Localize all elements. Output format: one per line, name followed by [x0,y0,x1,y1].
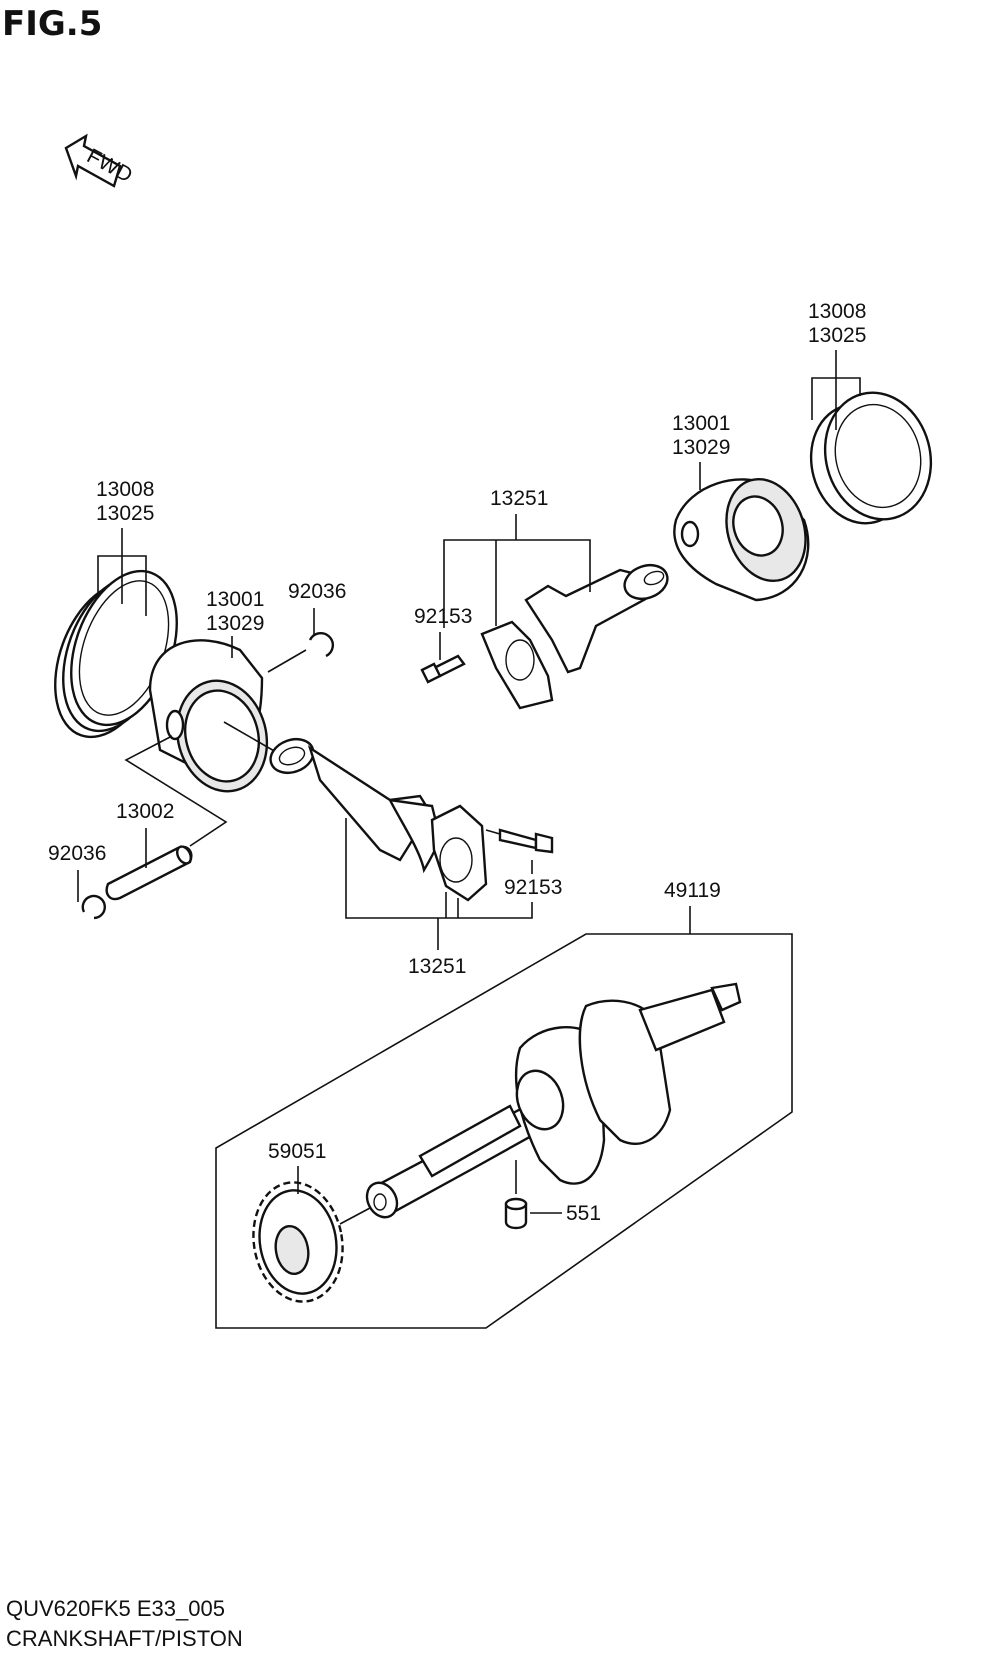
svg-text:49119: 49119 [664,879,721,902]
dowel-pin[interactable] [504,1160,528,1230]
callout-rod-lower: 13251 [345,818,533,978]
diagram-name: CRANKSHAFT/PISTON [6,1626,243,1651]
crankshaft-assembly-outline [215,933,793,1329]
gear[interactable] [244,1175,371,1308]
svg-text:92036: 92036 [48,842,106,865]
piston-left[interactable] [148,639,279,801]
callout-bolt-lower: 92153 [504,860,562,899]
diagram-code: QUV620FK5 E33_005 [6,1596,225,1621]
callout-clip-upper: 92036 [267,580,346,673]
connecting-rod-upper[interactable] [480,559,672,710]
svg-text:92153: 92153 [504,876,562,899]
svg-text:13029: 13029 [672,436,730,459]
svg-text:13001: 13001 [206,588,264,611]
svg-text:13002: 13002 [116,800,174,823]
callout-rings-right: 13008 13025 [808,300,866,430]
svg-text:13251: 13251 [408,955,466,978]
circlip-upper[interactable] [308,632,334,658]
svg-text:13001: 13001 [672,412,730,435]
svg-text:13025: 13025 [808,324,866,347]
svg-text:13008: 13008 [96,478,154,501]
svg-text:92036: 92036 [288,580,346,603]
figure-title: FIG.5 [2,4,103,44]
svg-text:13008: 13008 [808,300,866,323]
connecting-rod-lower[interactable] [266,733,488,902]
piston-right[interactable] [673,469,818,602]
svg-text:13251: 13251 [490,487,548,510]
callout-rings-left: 13008 13025 [96,478,154,616]
svg-text:13029: 13029 [206,612,264,635]
svg-text:59051: 59051 [268,1140,326,1163]
bolt-upper[interactable] [420,654,466,684]
crankshaft[interactable] [361,982,742,1222]
callout-clip-lower: 92036 [48,842,106,902]
svg-text:551: 551 [566,1202,601,1225]
circlip-lower[interactable] [81,894,106,920]
svg-text:13025: 13025 [96,502,154,525]
callout-rod-upper: 13251 [443,487,591,628]
callout-dowel: 551 [530,1202,601,1225]
callout-piston-right: 13001 13029 [672,412,730,490]
callout-gear: 59051 [268,1140,326,1194]
piston-rings-right[interactable] [798,381,945,535]
bolt-lower[interactable] [485,828,554,854]
callout-crankshaft: 49119 [664,879,721,934]
callout-pin: 13002 [116,735,228,868]
piston-pin[interactable] [105,844,194,901]
callout-piston-left: 13001 13029 [206,588,277,753]
forward-arrow-icon: FWD [64,133,136,188]
